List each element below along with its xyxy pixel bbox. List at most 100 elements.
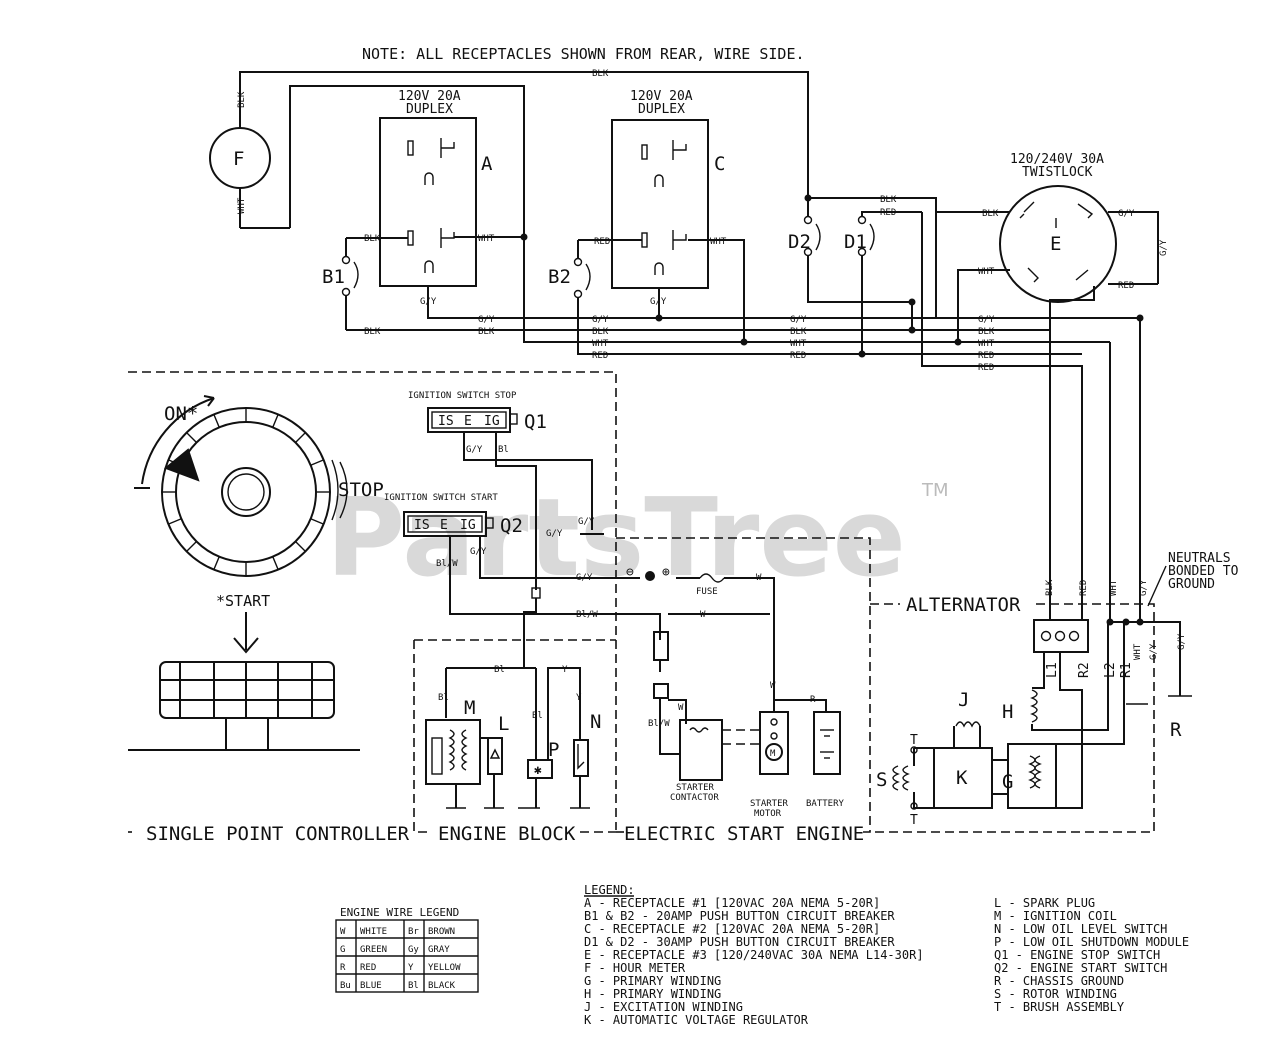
controller-on-label: ON* xyxy=(164,403,198,425)
wire-label-m-bl2: Bl xyxy=(438,693,449,703)
excitation-winding-j-label: J xyxy=(958,689,969,711)
wire-label-blk-top: BLK xyxy=(592,69,609,79)
legend-item: E - RECEPTACLE #3 [120/240VAC 30A NEMA L… xyxy=(584,948,924,962)
wire-legend-cell: GRAY xyxy=(428,945,450,955)
wire-label-a-gy: G/Y xyxy=(420,297,437,307)
wire-legend-cell: BLACK xyxy=(428,981,456,991)
ignition-coil-m-label: M xyxy=(464,697,475,719)
breaker-b2-label: B2 xyxy=(548,266,571,288)
wire-label-sc-w: W xyxy=(678,703,684,713)
wire-label-m-bl: Bl xyxy=(494,665,505,675)
receptacle-e xyxy=(999,185,1117,303)
battery-label: BATTERY xyxy=(806,799,845,809)
avr-k-label: K xyxy=(956,767,968,789)
q2-terminal-e: E xyxy=(440,518,448,533)
legend-item: M - IGNITION COIL xyxy=(994,909,1117,923)
wire-label-bus-wht-1: WHT xyxy=(592,339,609,349)
wire-label-c-gy: G/Y xyxy=(650,297,667,307)
svg-text:M: M xyxy=(770,749,776,759)
wire-label-d-red: RED xyxy=(880,208,896,218)
wire-label-gy-v: G/Y xyxy=(546,529,563,539)
wire-legend-cell: BROWN xyxy=(428,927,455,937)
receptacle-c-rating: 120V 20A xyxy=(630,89,693,104)
knob-tooth xyxy=(186,432,197,443)
wire-label-red-alt: RED xyxy=(978,363,994,373)
lead-l1: L1 xyxy=(1045,662,1060,678)
wire-legend-cell: RED xyxy=(360,963,376,973)
hour-meter-f xyxy=(209,127,271,189)
wire-legend-cell: Gy xyxy=(408,945,419,955)
section-single-point-controller: SINGLE POINT CONTROLLER xyxy=(146,823,410,845)
primary-winding-h-label: H xyxy=(1002,701,1013,723)
wire-label-q2-gy-h: G/Y xyxy=(576,573,593,583)
wire-label-bus-blk-2: BLK xyxy=(478,327,495,337)
wire-label-fuse-w: W xyxy=(756,573,762,583)
receptacle-a-type: DUPLEX xyxy=(406,102,453,117)
wire-label-bat-r: R xyxy=(810,695,816,705)
wire-label-bus-blk-5: BLK xyxy=(978,327,995,337)
q1-terminal-ig: IG xyxy=(484,414,500,429)
wire-label-f-blk: BLK xyxy=(237,91,247,108)
watermark: PartsTree xyxy=(326,476,906,601)
wire-label-p-bl: Bl xyxy=(532,711,543,721)
battery-minus-symbol: ⊖ xyxy=(626,565,634,580)
wire-label-q1-bl: Bl xyxy=(498,445,509,455)
legend-item: J - EXCITATION WINDING xyxy=(584,1000,743,1014)
wire-legend-cell: YELLOW xyxy=(428,963,461,973)
switch-q1-label: Q1 xyxy=(524,411,547,433)
ignition-start-label: IGNITION SWITCH START xyxy=(384,493,498,503)
legend-item: F - HOUR METER xyxy=(584,961,686,975)
alternator-label: ALTERNATOR xyxy=(906,594,1021,616)
knob-tooth xyxy=(272,556,279,570)
knob-tooth xyxy=(168,518,182,525)
wire-label-r1-wht: WHT xyxy=(1133,643,1143,660)
legend-title: LEGEND: xyxy=(584,883,635,897)
electric-start-engine: ELECTRIC START ENGINE ⊖ ⊕ FUSE W W Bl/W … xyxy=(616,537,871,845)
wire-label-bus-gy-3: G/Y xyxy=(790,315,807,325)
wire-label-d-blk: BLK xyxy=(880,195,897,205)
wire-legend-cell: BLUE xyxy=(360,981,382,991)
starter-motor-label-1: STARTER xyxy=(750,799,789,809)
svg-text:✱: ✱ xyxy=(534,763,542,778)
knob-tooth xyxy=(310,459,324,466)
knob-tooth xyxy=(272,414,279,428)
wire-label-e-gy: G/Y xyxy=(1118,209,1135,219)
wire-legend-cell: Y xyxy=(408,963,414,973)
receptacle-a-label: A xyxy=(481,153,493,175)
starter-contactor-label-2: CONTACTOR xyxy=(670,793,719,803)
section-engine-block: ENGINE BLOCK xyxy=(438,823,576,845)
ignition-stop-label: IGNITION SWITCH STOP xyxy=(408,391,517,401)
wire-label-n-y2: Y xyxy=(576,693,582,703)
knob-tooth xyxy=(213,556,220,570)
battery-plus-symbol: ⊕ xyxy=(662,565,670,580)
ac-output-wiring: BLK BLK WHT 120V 20A DUPLEX A 120V 20A D… xyxy=(209,69,1169,578)
wire-label-q2-blw: Bl/W xyxy=(436,559,458,569)
switch-q2-label: Q2 xyxy=(500,515,523,537)
wire-legend-title: ENGINE WIRE LEGEND xyxy=(340,906,459,919)
neutrals-label-2: BONDED TO xyxy=(1168,564,1239,579)
wire-label-bus-red-3: RED xyxy=(978,351,994,361)
rotor-winding-s-label: S xyxy=(876,769,887,791)
starter-motor-label-2: MOTOR xyxy=(754,809,782,819)
wire-label-motor-w: W xyxy=(770,681,776,691)
controller-start-label: *START xyxy=(216,592,270,610)
receptacle-c-label: C xyxy=(714,153,725,175)
breaker-d1-label: D1 xyxy=(844,231,867,253)
wire-label-q2-blw-h: Bl/W xyxy=(576,610,598,620)
controller-stop-label: STOP xyxy=(338,479,384,501)
wire-label-q2-gy: G/Y xyxy=(470,547,487,557)
chassis-ground-r-label: R xyxy=(1170,719,1182,741)
wire-label-bus-wht-2: WHT xyxy=(790,339,807,349)
receptacle-e-type: TWISTLOCK xyxy=(1022,165,1093,180)
wire-label-bus-gy: G/Y xyxy=(478,315,495,325)
legend-item: K - AUTOMATIC VOLTAGE REGULATOR xyxy=(584,1013,809,1027)
wire-label-a-wht: WHT xyxy=(478,234,495,244)
wire-label-bus-blk-3: BLK xyxy=(592,327,609,337)
legend-item: H - PRIMARY WINDING xyxy=(584,987,721,1001)
wire-label-alt-gy: G/Y xyxy=(1139,579,1149,596)
legend-item: L - SPARK PLUG xyxy=(994,896,1095,910)
oil-switch-n-label: N xyxy=(590,711,601,733)
knob-grip-teeth xyxy=(162,408,330,576)
section-electric-start: ELECTRIC START ENGINE xyxy=(624,823,864,845)
